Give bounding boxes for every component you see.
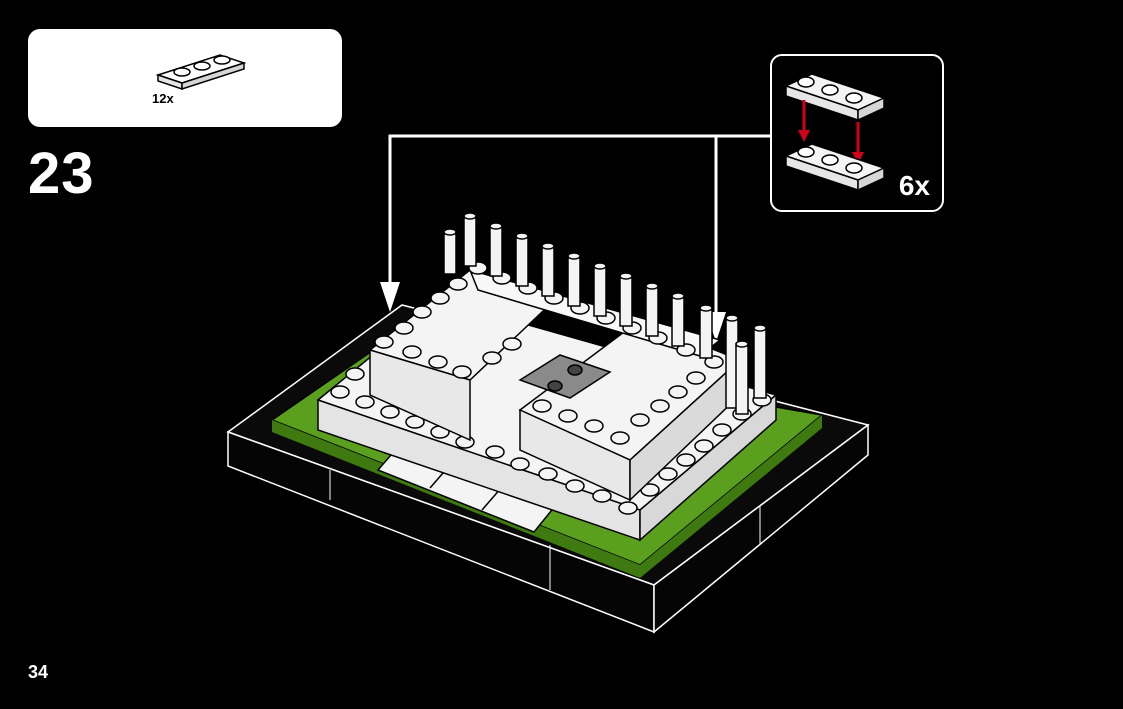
sub-assembly-callout: 6x bbox=[770, 54, 944, 212]
arrow-head-left bbox=[380, 282, 400, 312]
callout-quantity: 6x bbox=[899, 170, 930, 202]
page-number: 34 bbox=[28, 662, 48, 683]
